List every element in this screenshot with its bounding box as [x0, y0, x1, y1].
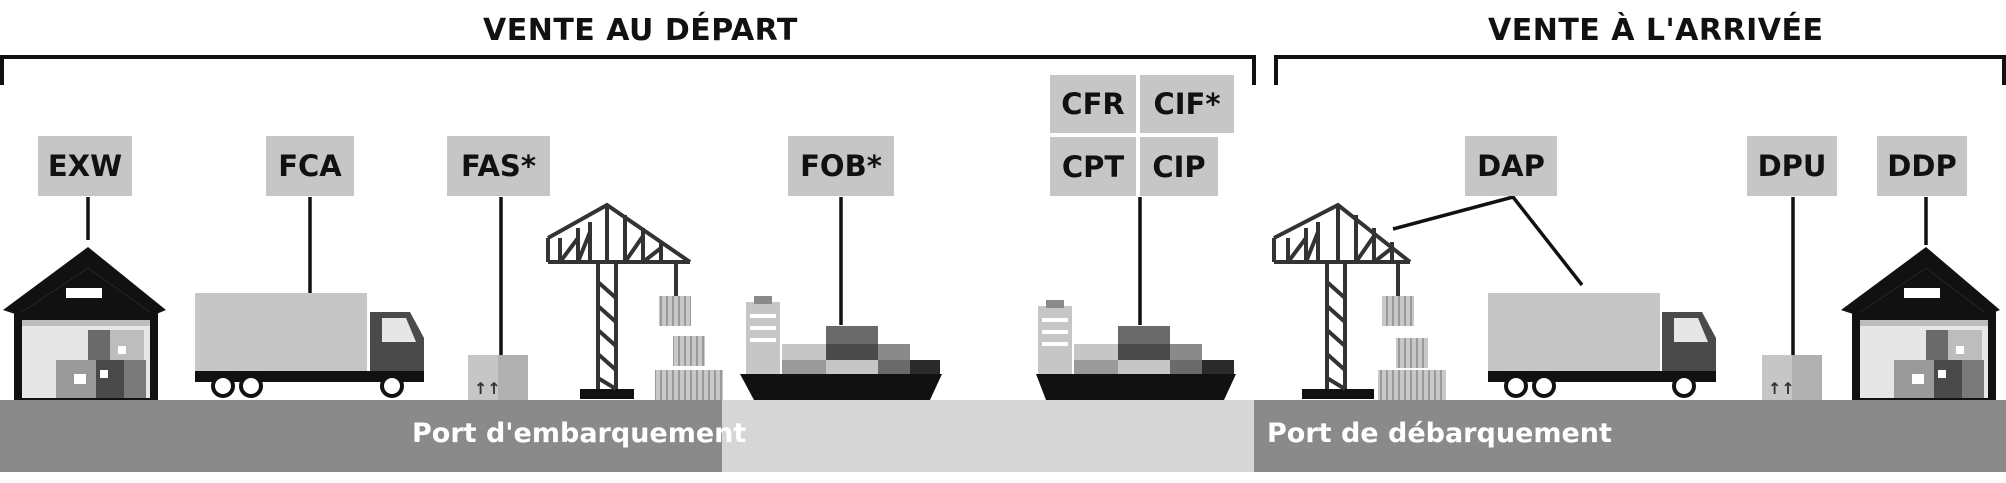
term-fob: FOB*: [788, 136, 894, 196]
cargo-box-fas: ↑↑: [468, 355, 528, 400]
term-cif: CIF*: [1140, 75, 1234, 133]
loading-port-ground: [0, 400, 722, 472]
crane-unloading: [1272, 202, 1412, 399]
arrival-sale-header: VENTE À L'ARRIVÉE: [1488, 13, 1824, 48]
port-loading-label: Port d'embarquement: [412, 418, 747, 449]
departure-sale-header: VENTE AU DÉPART: [483, 13, 798, 48]
arrival-bracket: [1274, 55, 2006, 85]
warehouse-seller: [3, 247, 166, 400]
term-dpu: DPU: [1747, 136, 1837, 196]
truck-fca: [195, 293, 424, 398]
term-cpt: CPT: [1050, 137, 1136, 196]
dap-connector: [1392, 195, 1584, 287]
term-dap: DAP: [1465, 136, 1557, 196]
term-fas: FAS*: [447, 136, 550, 196]
term-exw: EXW: [38, 136, 132, 196]
svg-text:↑↑: ↑↑: [1768, 379, 1795, 398]
crane-loading: [546, 202, 692, 399]
warehouse-buyer: [1841, 247, 2000, 400]
cargo-box-dpu: ↑↑: [1762, 355, 1822, 400]
ship-cfr-cif: [1036, 300, 1236, 400]
truck-dap: [1488, 293, 1716, 398]
unloading-port-ground: [1254, 400, 2006, 472]
departure-bracket: [0, 55, 1256, 85]
svg-text:↑↑: ↑↑: [474, 379, 501, 398]
term-cfr: CFR: [1050, 75, 1136, 133]
term-ddp: DDP: [1877, 136, 1967, 196]
port-unloading-label: Port de débarquement: [1267, 418, 1612, 449]
term-cip: CIP: [1140, 137, 1218, 196]
term-fca: FCA: [266, 136, 354, 196]
sea: [722, 400, 1254, 472]
ship-fob: [740, 296, 942, 400]
